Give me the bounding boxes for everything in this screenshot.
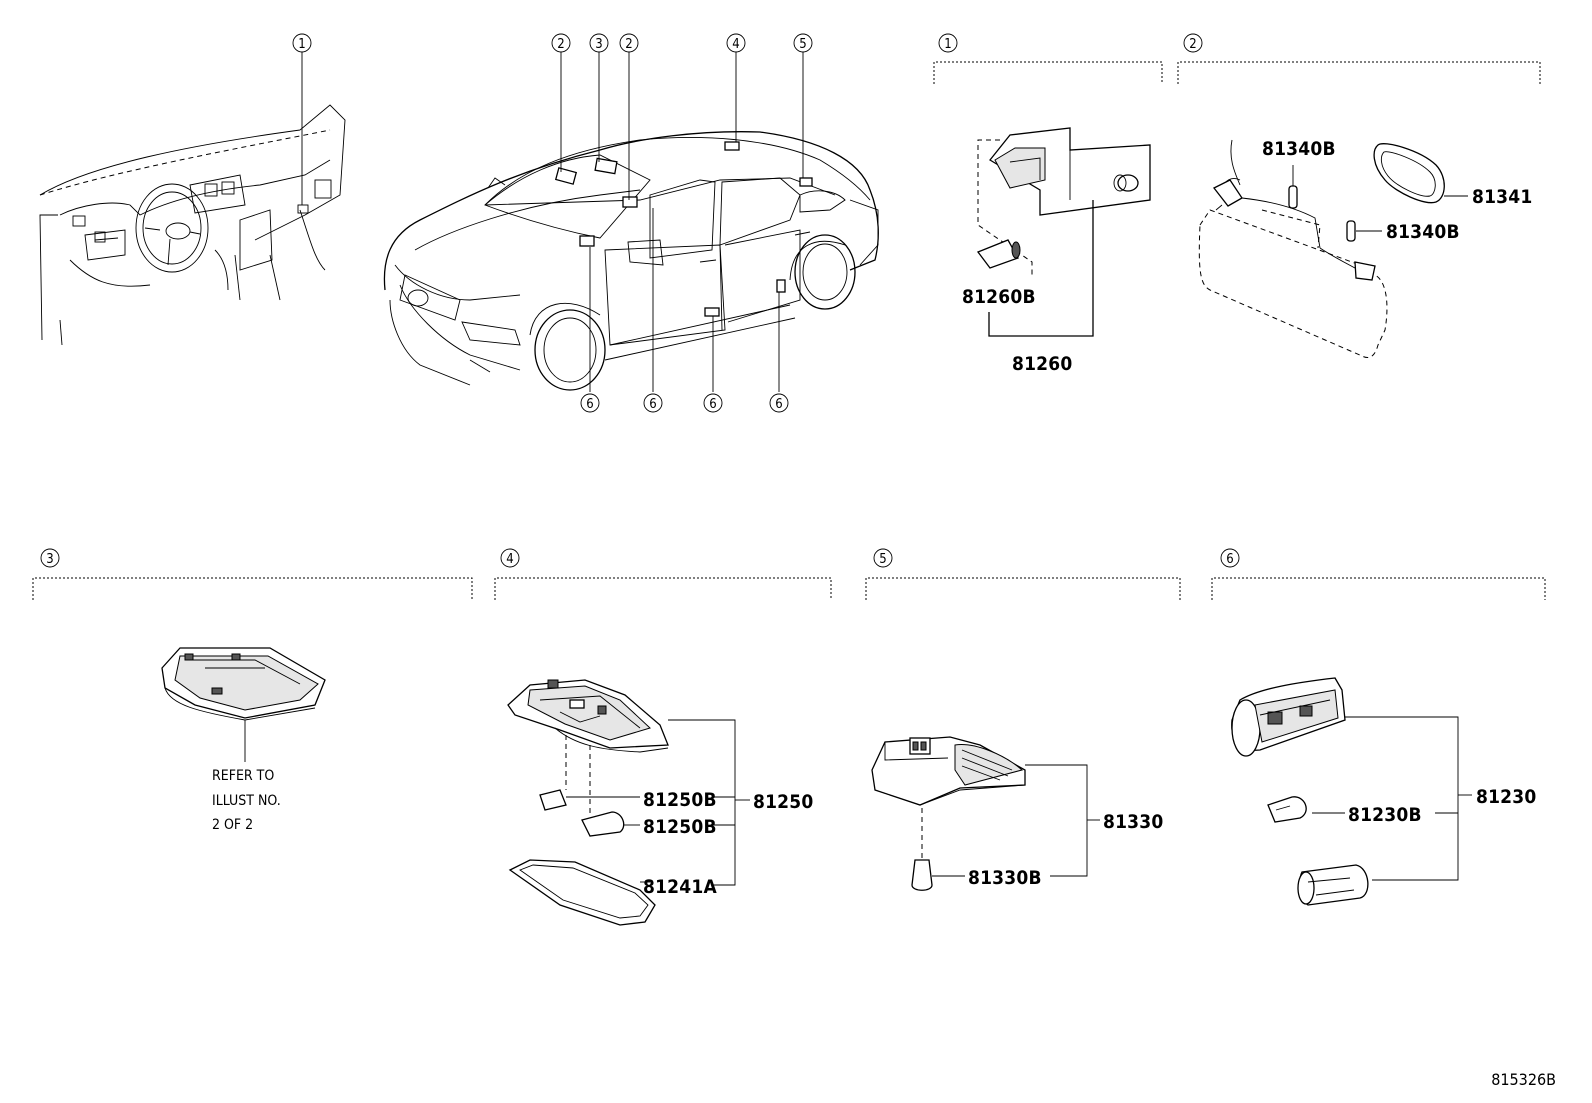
section-5-callout: 5 (879, 552, 886, 567)
part-81340B-a: 81340B (1262, 138, 1336, 160)
callout-6b: 6 (649, 397, 656, 412)
callout-6d: 6 (775, 397, 782, 412)
section-1-callout: 1 (944, 37, 951, 52)
refer-note-line2: ILLUST NO. (212, 793, 281, 809)
dash-illustration: 1 (39, 33, 346, 346)
car-illustration: 2 3 2 4 5 6 6 6 6 (383, 33, 879, 413)
callout-6a: 6 (586, 397, 593, 412)
section-2: 2 81340B 81340B 81341 (1177, 33, 1541, 359)
part-81341: 81341 (1472, 186, 1532, 208)
part-81260: 81260 (1012, 353, 1072, 375)
part-81230: 81230 (1476, 786, 1536, 808)
part-81260B: 81260B (962, 286, 1036, 308)
callout-6c: 6 (709, 397, 716, 412)
section-4-callout: 4 (506, 552, 513, 567)
callout-5: 5 (799, 37, 806, 52)
section-6: 6 81230B 81230 (1211, 548, 1546, 906)
refer-note-line3: 2 OF 2 (212, 817, 253, 833)
part-81340B-b: 81340B (1386, 221, 1460, 243)
refer-note-line1: REFER TO (212, 768, 274, 784)
section-5: 5 81330B 81330 (865, 548, 1181, 891)
section-2-callout: 2 (1189, 37, 1196, 52)
callout-2a: 2 (557, 37, 564, 52)
part-81250B-b: 81250B (643, 816, 717, 838)
part-81250B-a: 81250B (643, 789, 717, 811)
part-81230B: 81230B (1348, 804, 1422, 826)
car-top-callouts: 2 3 2 4 5 (551, 33, 813, 53)
diagram-code: 815326B (1491, 1070, 1556, 1089)
section-4: 4 81250B 81250B 81241A 81250 (494, 548, 832, 926)
car-bottom-callouts: 6 6 6 6 (580, 393, 789, 413)
part-81330B: 81330B (968, 867, 1042, 889)
part-81250: 81250 (753, 791, 813, 813)
section-3: 3 REFER TO ILLUST NO. 2 OF 2 (32, 548, 473, 833)
callout-2b: 2 (625, 37, 632, 52)
callout-dash: 1 (298, 37, 305, 52)
callout-3: 3 (595, 37, 602, 52)
section-1: 1 81260B 81260 (933, 33, 1163, 375)
section-3-callout: 3 (46, 552, 53, 567)
part-81241A: 81241A (643, 876, 717, 898)
part-81330: 81330 (1103, 811, 1163, 833)
callout-4: 4 (732, 37, 739, 52)
section-6-callout: 6 (1226, 552, 1233, 567)
